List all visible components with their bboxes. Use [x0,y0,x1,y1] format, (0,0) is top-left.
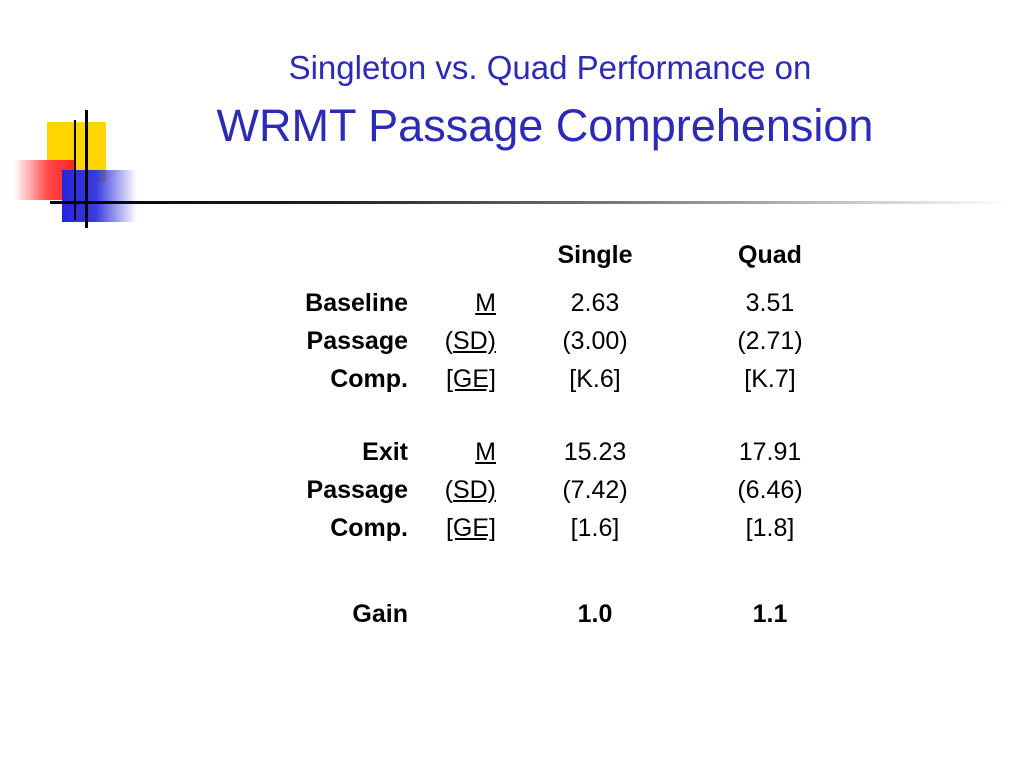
gain-quad: 1.1 [752,600,788,628]
stat-sd-text-exit: SD) [452,476,496,504]
row-label-exit: Exit [362,438,408,466]
column-header-single: Single [557,241,633,269]
baseline-quad-mean: 3.51 [745,289,795,317]
column-header-quad: Quad [738,241,802,269]
baseline-single-ge: [K.6] [569,365,621,393]
stat-label-mean-exit: M [410,433,496,471]
decorative-vertical-line [85,110,88,228]
baseline-quad-ge: [K.7] [744,365,796,393]
row-label-baseline-passage: Passage [306,327,408,355]
stat-label-mean: M [410,284,496,322]
stat-label-ge: [GE] [410,360,496,398]
stat-sd-prefix: ( [444,327,453,355]
baseline-quad-sd: (2.71) [737,327,803,355]
exit-quad-sd: (6.46) [737,476,803,504]
stat-sd-prefix-exit: ( [444,476,453,504]
stat-mean-text-exit: M [475,438,496,466]
row-label-baseline-comp: Comp. [330,365,408,393]
row-label-baseline: Baseline [305,289,408,317]
gain-single: 1.0 [577,600,613,628]
stat-label-sd: (SD) [410,322,496,360]
exit-quad-mean: 17.91 [738,438,802,466]
decorative-vertical-line-inner [74,120,76,220]
exit-single-mean: 15.23 [563,438,627,466]
title-underline-rule [50,201,1010,204]
exit-quad-ge: [1.8] [745,514,795,542]
stat-label-sd-exit: (SD) [410,471,496,509]
baseline-single-sd: (3.00) [562,327,628,355]
stat-sd-text: SD) [452,327,496,355]
stat-label-ge-exit: [GE] [410,509,496,547]
stat-ge-text: [GE] [445,365,496,393]
row-label-exit-passage: Passage [306,476,408,504]
exit-single-ge: [1.6] [570,514,620,542]
exit-single-sd: (7.42) [562,476,628,504]
row-label-exit-comp: Comp. [330,514,408,542]
slide-title-line-2: WRMT Passage Comprehension [216,100,874,151]
stat-ge-text-exit: [GE] [445,514,496,542]
slide-title-line-1: Singleton vs. Quad Performance on [288,49,812,86]
baseline-single-mean: 2.63 [570,289,620,317]
stat-mean-text: M [475,289,496,317]
row-label-gain: Gain [352,600,408,628]
